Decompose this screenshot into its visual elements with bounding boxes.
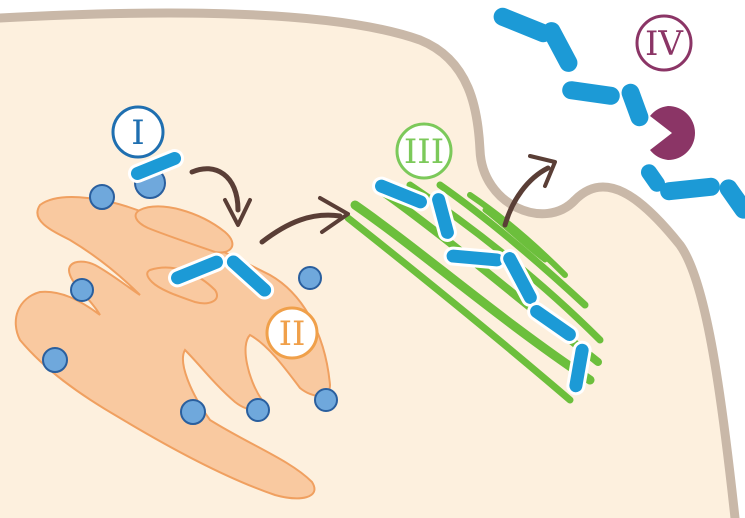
svg-text:I: I [131, 113, 144, 153]
svg-text:IV: IV [645, 24, 684, 64]
svg-text:II: II [279, 314, 306, 354]
svg-text:III: III [404, 132, 444, 172]
stage-label-2: II [267, 308, 317, 358]
stage-label-1: I [113, 107, 163, 157]
stage-label-3: III [397, 124, 451, 178]
stage-label-4: IV [637, 16, 691, 70]
protease-enzyme [650, 106, 695, 160]
